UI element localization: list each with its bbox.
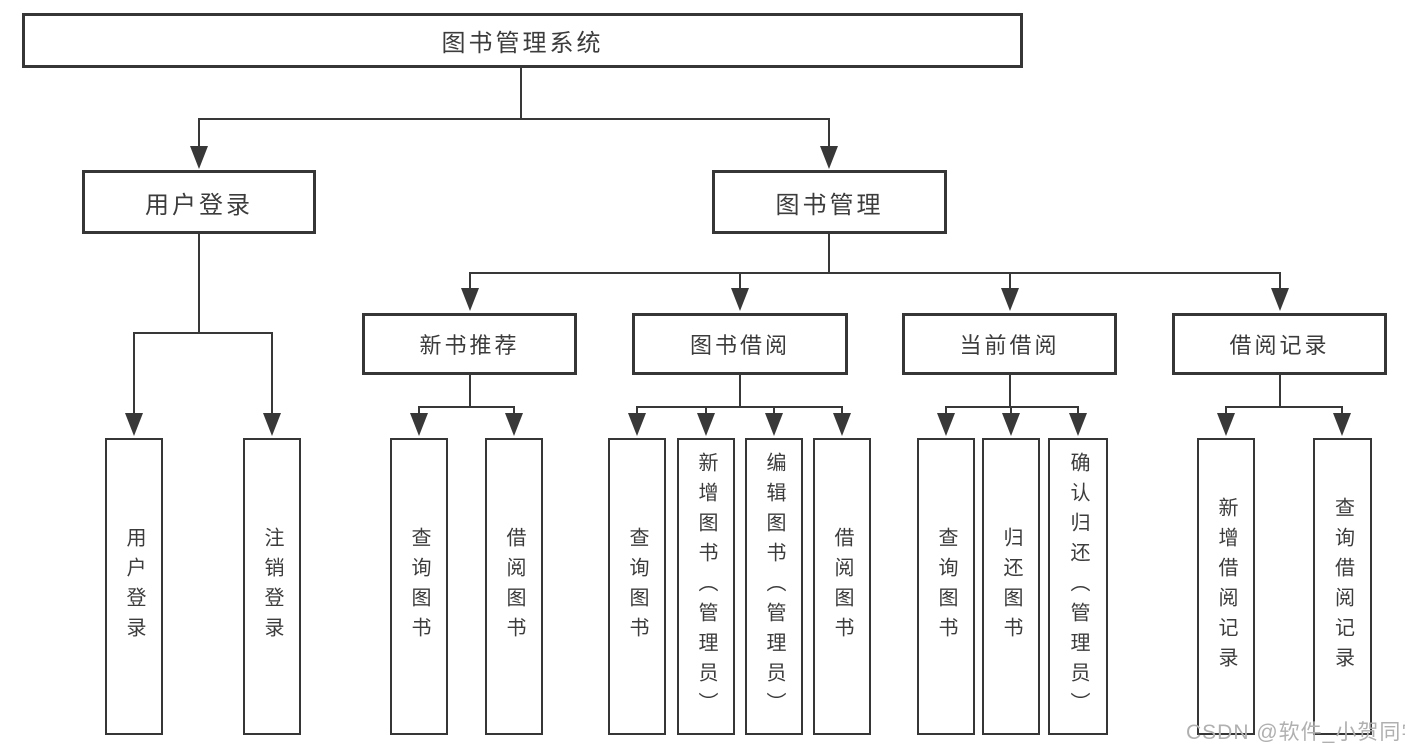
- leaf-confirm-return-admin: 确认归还（管理员）: [1048, 438, 1108, 735]
- arrow-down-icon: [697, 413, 715, 436]
- leaf-return-books: 归还图书: [982, 438, 1040, 735]
- arrow-down-icon: [765, 413, 783, 436]
- leaf-label: 查询图书: [626, 526, 648, 647]
- leaf-query-books-borrow: 查询图书: [608, 438, 666, 735]
- connector-line: [1225, 374, 1343, 415]
- node-current-borrow: 当前借阅: [902, 313, 1117, 375]
- connector-line: [133, 233, 273, 414]
- leaf-label: 注销登录: [261, 526, 283, 647]
- arrow-down-icon: [461, 288, 479, 311]
- node-new-book-recommend: 新书推荐: [362, 313, 577, 375]
- leaf-user-login: 用户登录: [105, 438, 163, 735]
- arrow-down-icon: [1002, 413, 1020, 436]
- connector-root: [190, 68, 838, 169]
- arrow-down-icon: [410, 413, 428, 436]
- leaf-label: 新增图书（管理员）: [695, 451, 717, 722]
- arrow-down-icon: [1001, 288, 1019, 311]
- node-user-login: 用户登录: [82, 170, 316, 234]
- node-book-borrow: 图书借阅: [632, 313, 848, 375]
- arrow-down-icon: [1271, 288, 1289, 311]
- leaf-label: 借阅图书: [831, 526, 853, 647]
- arrow-down-icon: [505, 413, 523, 436]
- leaf-label: 归还图书: [1000, 526, 1022, 647]
- leaf-add-borrow-record: 新增借阅记录: [1197, 438, 1255, 735]
- leaf-label: 新增借阅记录: [1215, 496, 1237, 677]
- connector-book-management: [461, 233, 1289, 311]
- arrow-down-icon: [125, 413, 143, 436]
- connector-new-book: [410, 374, 523, 436]
- watermark: CSDN @软件_小贺同学: [1186, 721, 1405, 744]
- leaf-label: 查询借阅记录: [1331, 496, 1354, 677]
- leaf-query-books-current: 查询图书: [917, 438, 975, 735]
- leaf-query-borrow-record: 查询借阅记录: [1313, 438, 1372, 735]
- node-library-system: 图书管理系统: [22, 13, 1023, 68]
- leaf-edit-books-admin: 编辑图书（管理员）: [745, 438, 803, 735]
- arrow-down-icon: [1069, 413, 1087, 436]
- node-book-management: 图书管理: [712, 170, 947, 234]
- leaf-query-books-newbook: 查询图书: [390, 438, 448, 735]
- arrow-down-icon: [731, 288, 749, 311]
- leaf-label: 用户登录: [123, 526, 145, 647]
- connector-line: [469, 233, 1281, 291]
- connector-line: [945, 374, 1079, 415]
- connector-borrow-records: [1217, 374, 1351, 436]
- leaf-borrow-books-newbook: 借阅图书: [485, 438, 543, 735]
- arrow-down-icon: [190, 146, 208, 169]
- connector-user-login: [125, 233, 281, 436]
- arrow-down-icon: [1333, 413, 1351, 436]
- leaf-label: 借阅图书: [503, 526, 525, 647]
- leaf-label: 查询图书: [935, 526, 957, 647]
- connector-line: [418, 374, 515, 415]
- arrow-down-icon: [628, 413, 646, 436]
- connector-line: [636, 374, 843, 415]
- connector-current-borrow: [937, 374, 1087, 436]
- leaf-logout: 注销登录: [243, 438, 301, 735]
- leaf-add-books-admin: 新增图书（管理员）: [677, 438, 735, 735]
- leaf-label: 查询图书: [408, 526, 430, 647]
- leaf-label: 确认归还（管理员）: [1067, 451, 1089, 722]
- arrow-down-icon: [820, 146, 838, 169]
- arrow-down-icon: [833, 413, 851, 436]
- arrow-down-icon: [937, 413, 955, 436]
- connector-line: [198, 68, 830, 148]
- connector-book-borrow: [628, 374, 851, 436]
- arrow-down-icon: [1217, 413, 1235, 436]
- leaf-label: 编辑图书（管理员）: [763, 451, 785, 722]
- leaf-borrow-books-borrow: 借阅图书: [813, 438, 871, 735]
- arrow-down-icon: [263, 413, 281, 436]
- node-borrow-records: 借阅记录: [1172, 313, 1387, 375]
